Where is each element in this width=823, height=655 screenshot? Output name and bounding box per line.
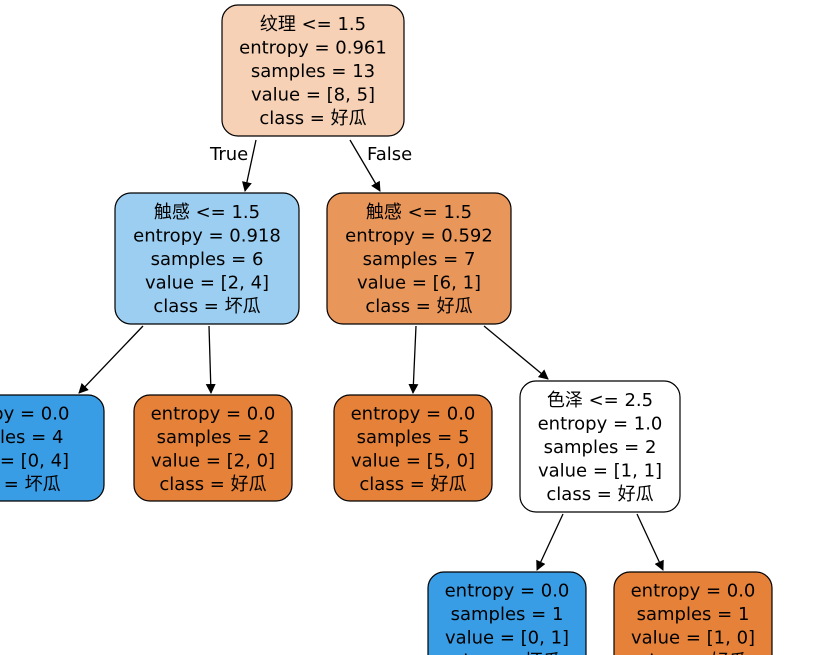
node-line: value = [8, 5]: [251, 85, 375, 106]
edge-root-n1: [242, 139, 257, 192]
node-line: value = [0, 1]: [445, 627, 569, 648]
node-line: value = [2, 4]: [145, 273, 269, 294]
node-line: 色泽 <= 2.5: [547, 390, 653, 411]
node-line: samples = 1: [451, 604, 564, 625]
node-line: value = [5, 0]: [351, 450, 475, 471]
node-line: value = [6, 1]: [357, 273, 481, 294]
node-line: samples = 2: [157, 427, 270, 448]
node-line: class = 好瓜: [546, 484, 653, 505]
node-line: class = 好瓜: [365, 296, 472, 317]
edge-root-n2: [349, 139, 381, 192]
node-box: [133, 394, 293, 502]
node-box: [333, 394, 493, 502]
node-line: class = 好瓜: [159, 474, 266, 495]
node-line: class = 坏瓜: [153, 296, 260, 317]
edge-label-false: False: [367, 144, 412, 165]
tree-node-n3: entropy = 0.0 samples = 4value = [0, 4] cl…: [0, 394, 105, 502]
edge-n6-n7: [536, 513, 564, 571]
node-line: entropy = 0.0: [0, 403, 69, 424]
node-line: class = 好瓜: [259, 108, 366, 129]
node-line: entropy = 0.918: [133, 226, 281, 247]
node-line: samples = 7: [363, 249, 476, 270]
node-line: class = 坏瓜: [0, 474, 61, 495]
node-box: [519, 380, 681, 513]
node-line: value = [1, 0]: [631, 627, 755, 648]
node-line: 触感 <= 1.5: [154, 202, 260, 223]
node-line: class = 好瓜: [359, 474, 466, 495]
edge-label-true: True: [209, 144, 248, 165]
node-box: [613, 571, 773, 655]
node-line: entropy = 0.0: [151, 403, 276, 424]
node-line: samples = 6: [151, 249, 264, 270]
node-line: class = 坏瓜: [453, 651, 560, 655]
edges-layer: [78, 139, 664, 571]
node-line: samples = 5: [357, 427, 470, 448]
node-box: [326, 192, 512, 325]
node-line: samples = 4: [0, 427, 63, 448]
edge-n1-n3: [78, 325, 144, 394]
edge-n1-n4: [205, 325, 216, 394]
node-line: samples = 13: [251, 61, 375, 82]
node-box: [221, 4, 405, 137]
node-line: entropy = 0.592: [345, 226, 493, 247]
edge-labels-layer: True False: [209, 144, 412, 165]
node-line: entropy = 0.961: [239, 38, 387, 59]
node-line: value = [2, 0]: [151, 450, 275, 471]
node-line: entropy = 1.0: [538, 414, 663, 435]
node-line: 触感 <= 1.5: [366, 202, 472, 223]
node-line: entropy = 0.0: [631, 580, 756, 601]
node-line: samples = 1: [637, 604, 750, 625]
edge-n6-n8: [636, 513, 664, 571]
edge-n2-n5: [408, 325, 419, 394]
node-line: value = [0, 4]: [0, 450, 69, 471]
node-box: [114, 192, 300, 325]
node-line: value = [1, 1]: [538, 461, 662, 482]
node-line: samples = 2: [544, 437, 657, 458]
node-box: [427, 571, 587, 655]
node-line: 纹理 <= 1.5: [260, 14, 366, 35]
edge-n2-n6: [483, 325, 549, 380]
node-box: [0, 394, 105, 502]
node-line: entropy = 0.0: [351, 403, 476, 424]
node-line: class = 好瓜: [639, 651, 746, 655]
node-line: entropy = 0.0: [445, 580, 570, 601]
